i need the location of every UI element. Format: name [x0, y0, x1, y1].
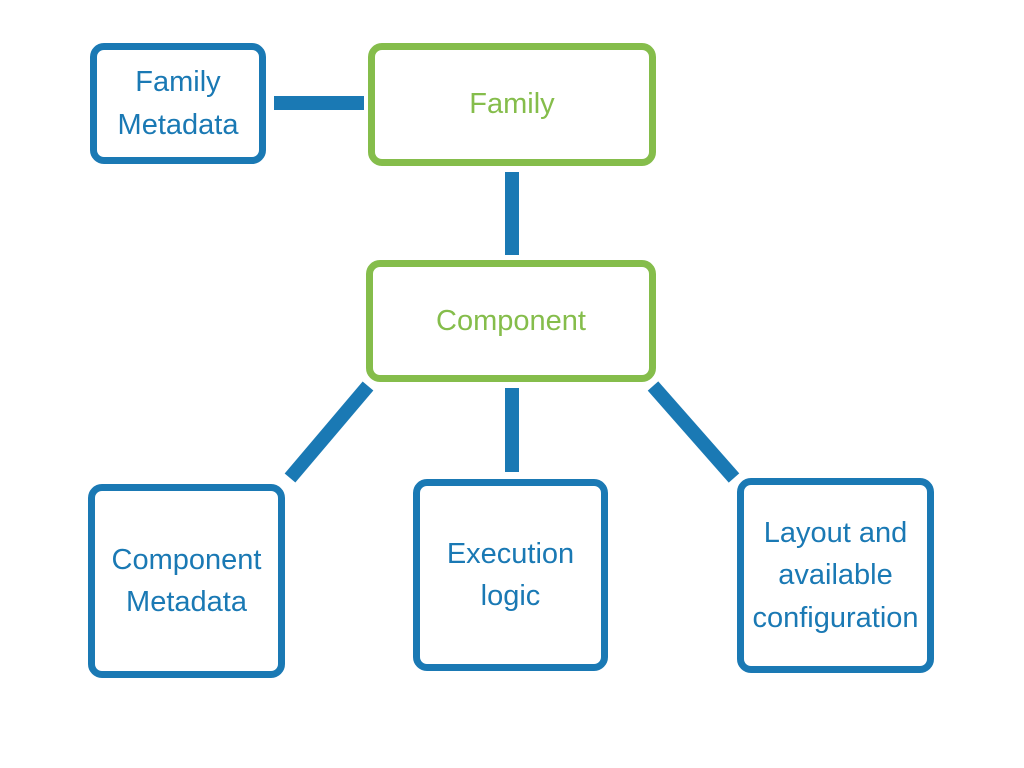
- edge-component-component-metadata: [284, 381, 374, 483]
- node-layout-configuration: Layout and available configuration: [737, 478, 934, 673]
- node-family-metadata-label: Family Metadata: [117, 66, 239, 141]
- node-family-metadata: Family Metadata: [90, 43, 266, 164]
- node-component-metadata: Component Metadata: [88, 484, 285, 678]
- node-component-metadata-label: Component Metadata: [111, 543, 262, 618]
- node-execution-logic: Execution logic: [413, 479, 608, 671]
- node-execution-logic-label: Execution logic: [446, 537, 575, 612]
- node-family: Family: [368, 43, 656, 166]
- node-family-label: Family: [469, 88, 555, 121]
- node-component-label: Component: [436, 304, 586, 337]
- node-layout-configuration-label: Layout and available configuration: [752, 517, 919, 634]
- node-component: Component: [366, 260, 656, 382]
- edge-component-layout-configuration: [647, 381, 740, 483]
